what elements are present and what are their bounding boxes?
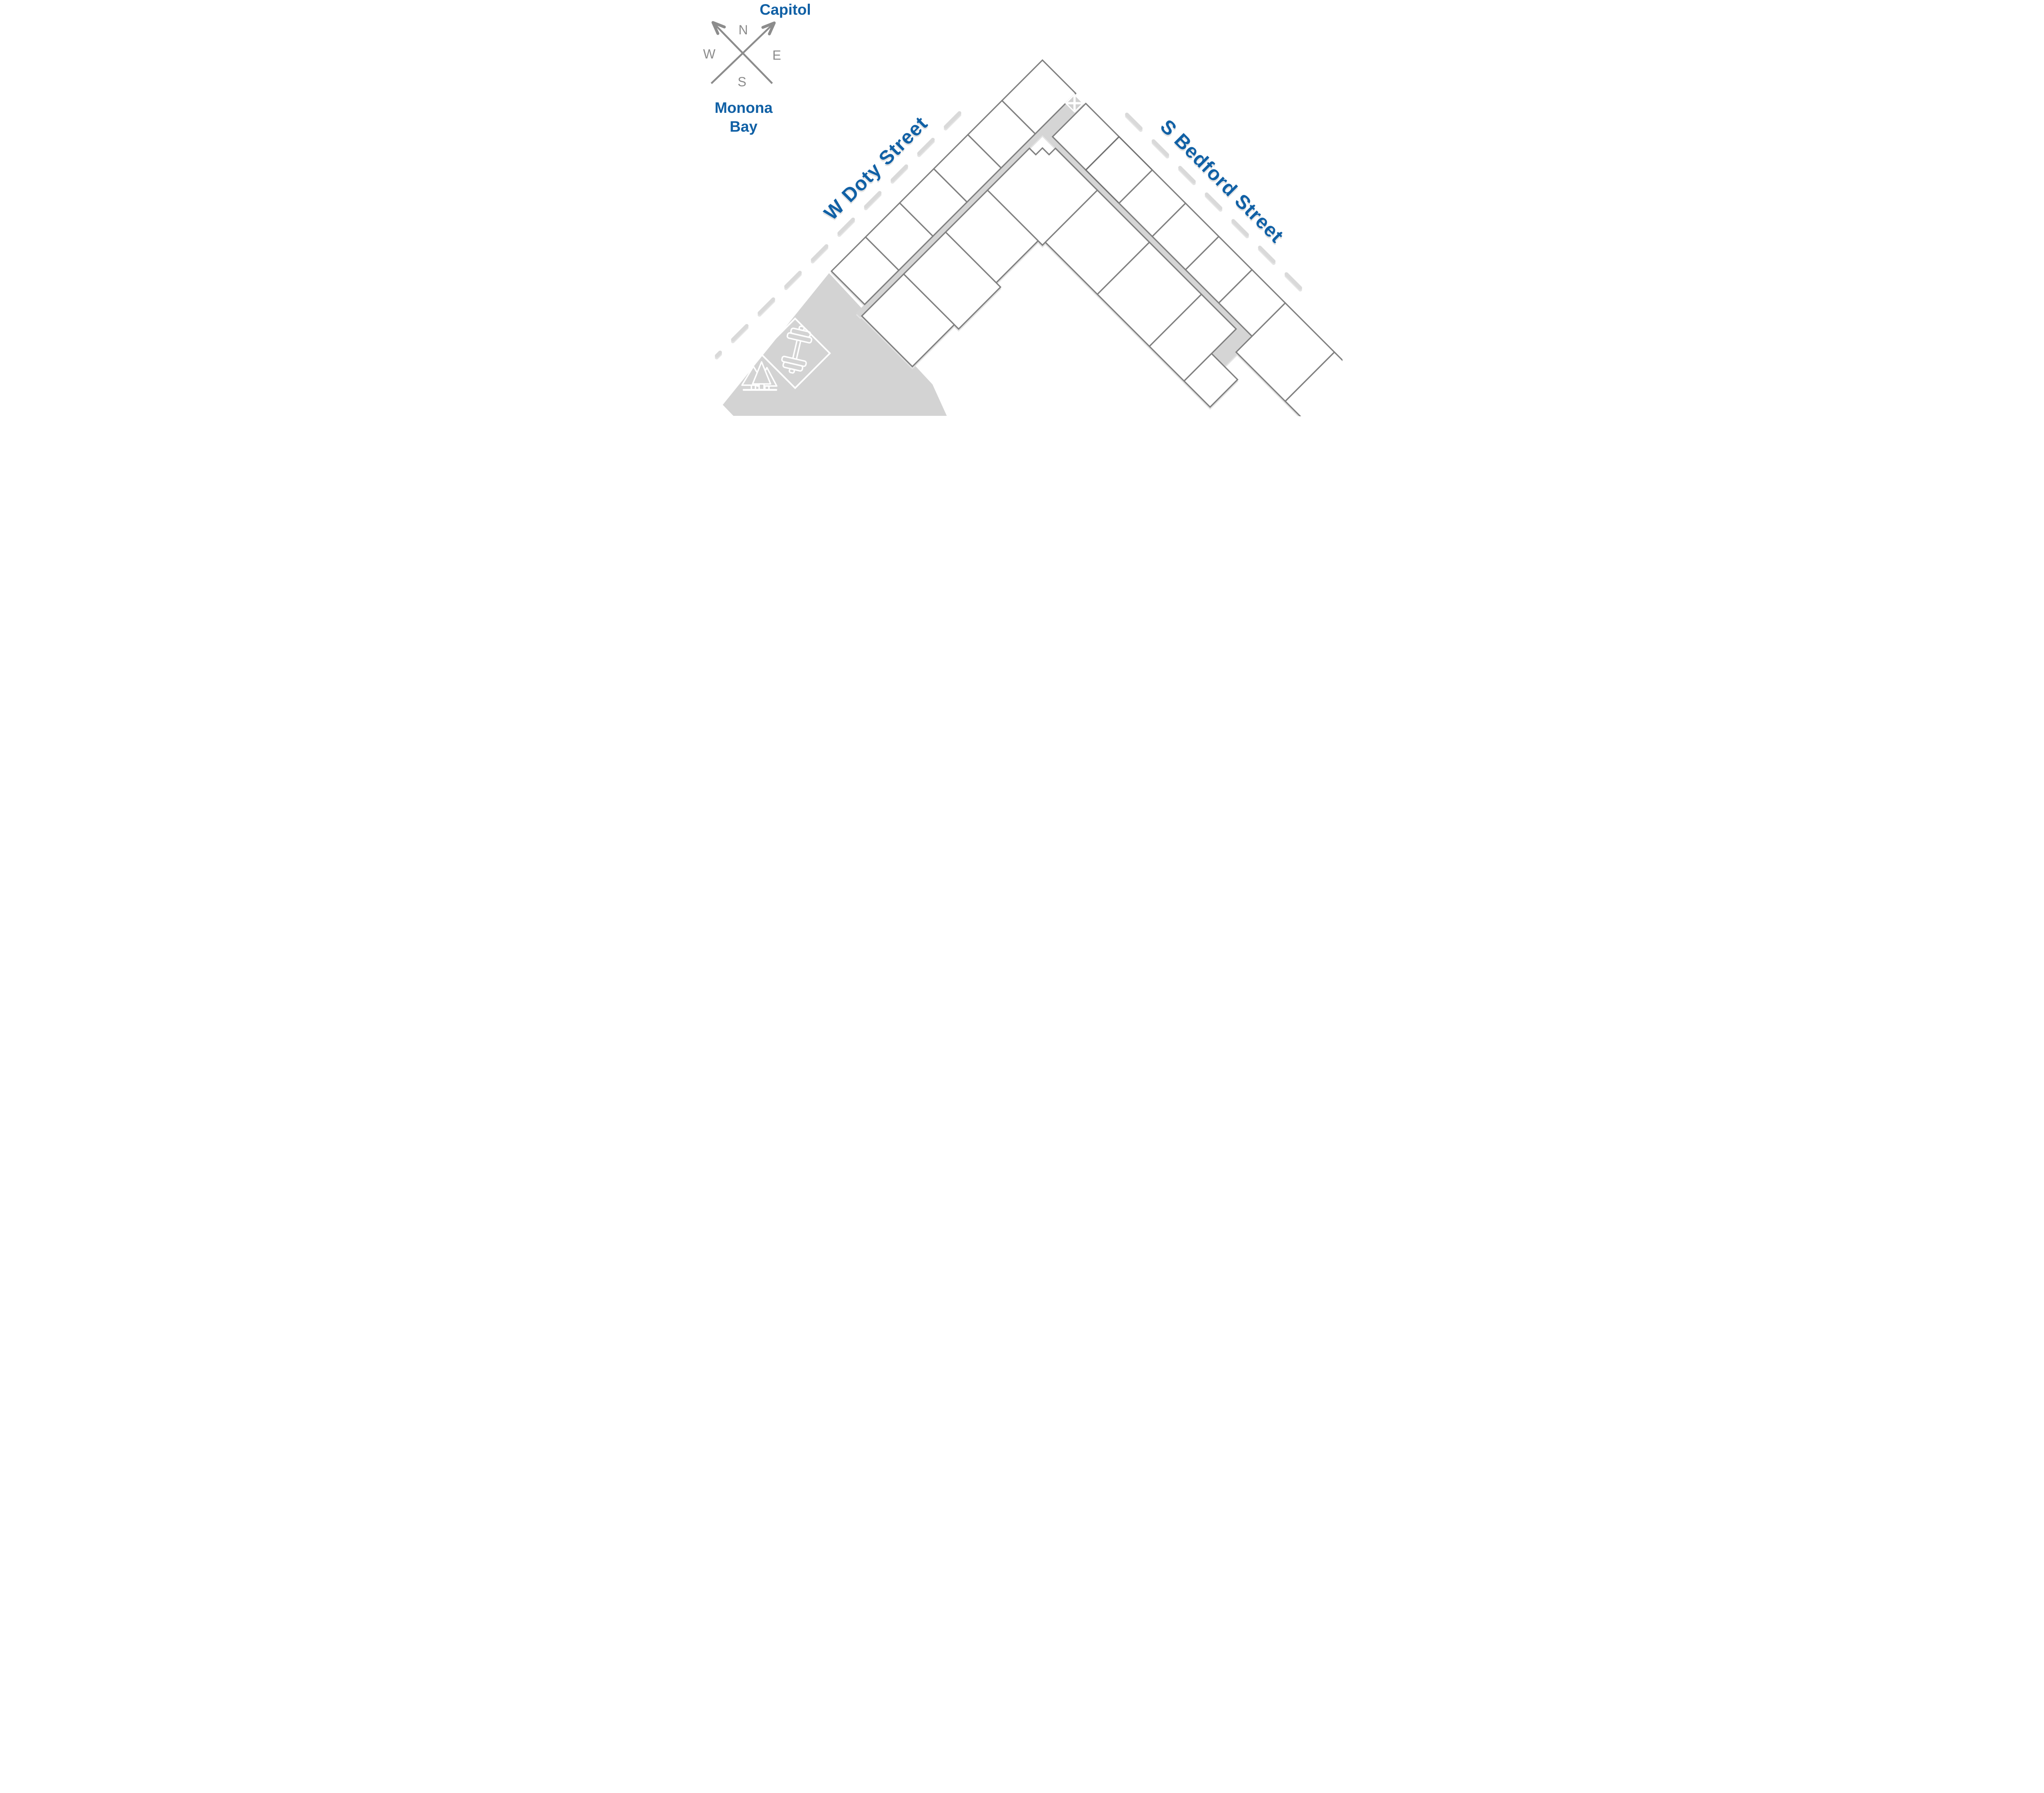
- right-corridor-1: [1211, 329, 1249, 367]
- unit-right-street-7: [1284, 351, 1342, 416]
- site-map-page: W Doty Street S Bedford Street N W E S C…: [702, 0, 1342, 416]
- corridors: [856, 103, 1254, 367]
- x-marker-icon: [1065, 94, 1084, 113]
- trees-icon: [741, 361, 778, 391]
- doty-street-dashes: [715, 111, 961, 358]
- site-map: W Doty Street S Bedford Street N W E S C…: [703, 1, 1342, 416]
- compass-letter-w: W: [703, 47, 716, 61]
- x-marker-stroke-1: [1067, 102, 1082, 105]
- right-corridor-0: [1038, 126, 1254, 342]
- left-corridor-0: [856, 103, 1070, 318]
- compass-nw-arrowhead: [711, 21, 726, 35]
- unit-blocks: [830, 59, 1342, 416]
- unit-right-inner-3: [1183, 352, 1239, 408]
- compass-ne-arrowhead: [761, 21, 776, 36]
- capitol-label: Capitol: [760, 1, 811, 18]
- monona-bay-label-line2: Bay: [730, 118, 758, 135]
- compass-letter-n: N: [738, 22, 748, 37]
- grounds: [723, 273, 947, 416]
- monona-bay-label-line1: Monona: [715, 99, 773, 116]
- grounds-area: [723, 273, 947, 416]
- unit-left-inner-3: [861, 273, 955, 368]
- gym-building-outline: [759, 317, 831, 389]
- compass-rose: N W E S: [703, 21, 781, 89]
- unit-left-street-5: [830, 236, 900, 305]
- dumbbell-icon: [781, 325, 813, 374]
- compass-letter-s: S: [737, 74, 746, 89]
- compass-letter-e: E: [772, 48, 781, 63]
- left-corridor-1: [1047, 107, 1076, 137]
- compass-nw-arrow: [712, 22, 773, 84]
- bedford-street-dashes: [1125, 112, 1307, 294]
